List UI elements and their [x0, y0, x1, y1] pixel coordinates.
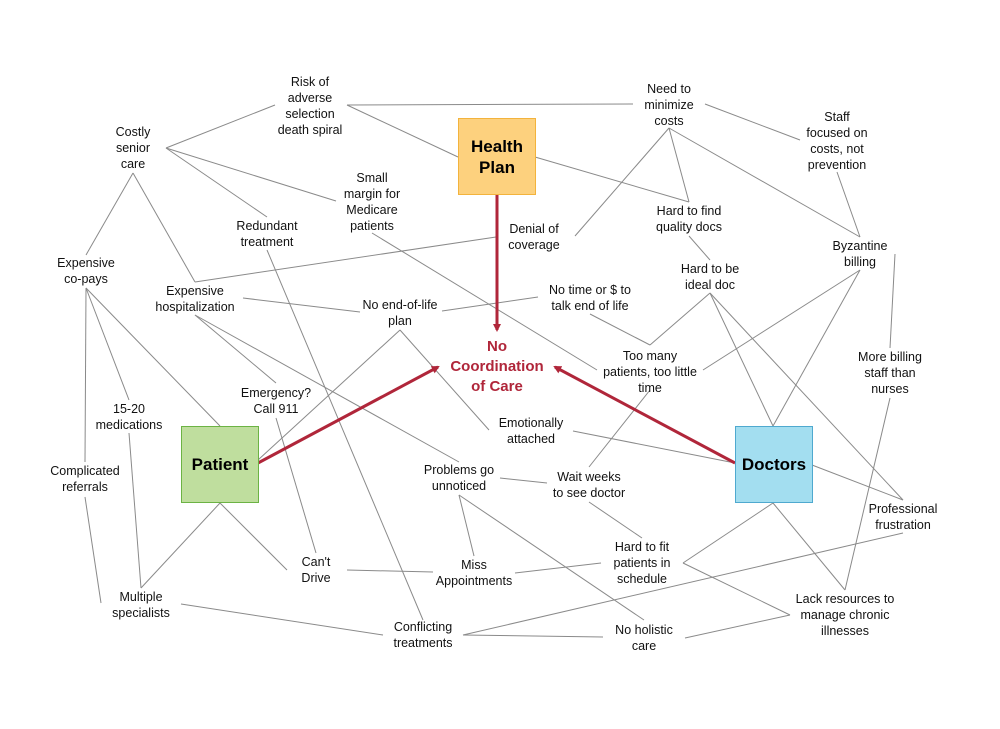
node-small-margin: Small margin for Medicare patients [343, 171, 401, 233]
connector-line [709, 292, 774, 427]
connector-line [514, 562, 602, 574]
connector-line [684, 614, 791, 639]
node-staff: Staff focused on costs, not prevention [806, 110, 868, 172]
connector-line [709, 292, 904, 501]
connector-line [84, 287, 87, 463]
connector-line [85, 172, 134, 256]
node-costly: Costly senior care [115, 125, 151, 171]
node-cant-drive: Can't Drive [301, 555, 331, 585]
connector-line [84, 496, 102, 604]
node-lack: Lack resources to manage chronic illness… [795, 592, 895, 638]
connector-line [844, 397, 891, 591]
connector-line [458, 494, 475, 557]
doctors-arrow [553, 365, 736, 465]
connector-line [589, 313, 651, 346]
patient-node: Patient [181, 426, 259, 503]
connector-line [462, 532, 904, 636]
connector-line [588, 389, 651, 468]
connector-line [668, 127, 690, 203]
connector-line [588, 501, 643, 539]
node-hard-ideal: Hard to be ideal doc [680, 262, 740, 292]
node-hospitalization: Expensive hospitalization [155, 284, 235, 314]
connector-line [889, 253, 896, 349]
connector-line [165, 147, 337, 202]
node-miss: Miss Appointments [435, 558, 513, 588]
node-no-holistic: No holistic care [615, 623, 673, 653]
doctors-node: Doctors [735, 426, 813, 503]
connector-line [682, 502, 774, 564]
connector-line [499, 477, 548, 484]
node-byzantine: Byzantine billing [832, 239, 888, 269]
node-emotionally: Emotionally attached [498, 416, 564, 446]
node-risk: Risk of adverse selection death spiral [277, 75, 343, 137]
node-no-time: No time or $ to talk end of life [549, 283, 631, 313]
connector-line [219, 502, 288, 571]
connector-line [275, 417, 317, 554]
connector-line [346, 104, 459, 158]
node-emergency: Emergency? Call 911 [240, 386, 312, 416]
connector-line [458, 494, 645, 621]
node-more-billing: More billing staff than nurses [858, 350, 922, 396]
connector-line [668, 127, 861, 238]
connector-line [194, 314, 460, 463]
node-medications: 15-20 medications [95, 402, 163, 432]
node-multiple: Multiple specialists [112, 590, 170, 620]
connector-line [371, 232, 598, 371]
connector-line [85, 287, 221, 427]
connector-line [811, 464, 904, 501]
node-redundant: Redundant treatment [236, 219, 298, 249]
connector-line [704, 103, 801, 141]
node-hard-fit: Hard to fit patients in schedule [613, 540, 671, 586]
node-hard-find: Hard to find quality docs [655, 204, 723, 234]
health-plan-node: Health Plan [458, 118, 536, 195]
no-coordination-of-care-node: No Coordination of Care [450, 338, 544, 395]
node-denial: Denial of coverage [508, 222, 560, 252]
node-too-many: Too many patients, too little time [603, 349, 697, 395]
node-need-min: Need to minimize costs [644, 82, 694, 128]
connector-line [180, 603, 384, 636]
node-wait: Wait weeks to see doctor [552, 470, 626, 500]
connector-line [346, 103, 634, 106]
connector-line [688, 235, 711, 261]
connector-line [836, 171, 861, 238]
connector-line [242, 297, 361, 313]
node-no-eol: No end-of-life plan [362, 298, 438, 328]
connector-line [165, 104, 276, 149]
connector-line [399, 329, 490, 431]
connector-line [194, 314, 277, 384]
connector-line [572, 430, 736, 464]
connector-line [132, 172, 196, 283]
connector-line [702, 269, 861, 371]
connector-line [772, 269, 861, 427]
connector-line [462, 634, 604, 638]
node-copays: Expensive co-pays [57, 256, 115, 286]
connector-line [165, 147, 268, 218]
patient-arrow [257, 365, 440, 465]
node-complicated: Complicated referrals [50, 464, 120, 494]
connector-line [682, 562, 791, 616]
connector-line [140, 502, 221, 589]
connector-line [128, 432, 142, 589]
connector-line [772, 502, 846, 591]
connector-line [346, 569, 434, 573]
connector-line [441, 296, 539, 312]
connector-line [194, 236, 497, 283]
node-professional: Professional frustration [868, 502, 938, 532]
connector-line [534, 156, 690, 203]
node-conflicting: Conflicting treatments [393, 620, 453, 650]
connector-line [266, 249, 424, 621]
connector-line [649, 292, 711, 346]
node-problems: Problems go unnoticed [423, 463, 495, 493]
connector-line [85, 287, 130, 401]
connector-line [574, 127, 670, 237]
